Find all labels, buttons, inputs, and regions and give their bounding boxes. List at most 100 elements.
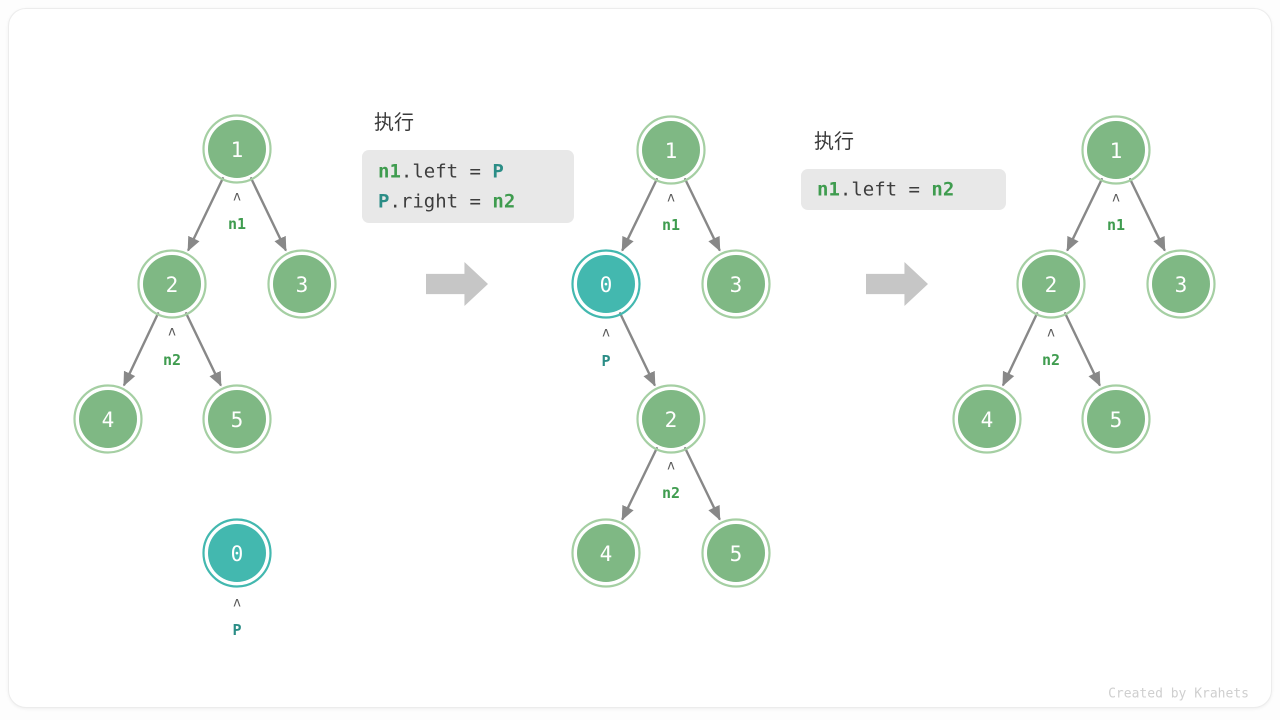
tree-node: 3	[1146, 249, 1216, 319]
pointer-label: n1	[228, 215, 246, 233]
tree-node-ring	[73, 384, 143, 454]
tree-edge	[184, 312, 222, 387]
tree-node-disc	[143, 255, 201, 313]
tree-node-value: 2	[1045, 273, 1058, 297]
tree-node-disc	[642, 121, 700, 179]
tree-node: 4	[571, 518, 641, 588]
tree-edge	[683, 447, 721, 521]
code-line: n1.left = P	[378, 161, 504, 183]
tree-node: 5	[1081, 384, 1151, 454]
tree-node: 1	[636, 115, 706, 185]
tree-node: 3	[267, 249, 337, 319]
tree-node-ring	[1146, 249, 1216, 319]
tree-node-value: 4	[600, 542, 613, 566]
tree-node-ring	[202, 384, 272, 454]
tree-node-value: 4	[102, 408, 115, 432]
tree-node-ring	[636, 384, 706, 454]
step-arrow-2	[866, 262, 928, 306]
tree-node-ring	[1016, 249, 1086, 319]
tree-node: 4	[952, 384, 1022, 454]
tree-edge	[1128, 178, 1166, 252]
pointer-caret-icon: ʌ	[233, 190, 241, 205]
tree-edge	[621, 178, 659, 252]
pointer-caret-icon: ʌ	[233, 596, 241, 611]
tree-node-ring	[701, 518, 771, 588]
step-arrow-1	[426, 262, 488, 306]
tree-edge	[123, 312, 160, 387]
tree-edge	[187, 177, 225, 252]
tree-node: 2	[1016, 249, 1086, 319]
tree-node: 1	[1081, 115, 1151, 185]
tree-node-ring	[952, 384, 1022, 454]
tree-edge	[618, 312, 656, 387]
tree-node: 2	[137, 249, 207, 319]
code-token: .right =	[389, 191, 492, 213]
tree-edge	[1066, 178, 1104, 252]
tree-edge	[1002, 312, 1039, 387]
tree-edge	[683, 178, 721, 252]
tree-node-disc	[208, 524, 266, 582]
tree-node: 4	[73, 384, 143, 454]
code-line: n1.left = n2	[817, 179, 954, 201]
pointer-label: P	[232, 621, 241, 639]
tree-node-value: 3	[1175, 273, 1188, 297]
tree-edge	[1063, 312, 1101, 387]
tree-node-ring	[571, 249, 641, 319]
tree-node-disc	[958, 390, 1016, 448]
tree-node-disc	[707, 255, 765, 313]
tree-node-value: 1	[665, 139, 678, 163]
code-token: P	[492, 161, 503, 183]
tree-node-disc	[577, 524, 635, 582]
tree-node: 0	[202, 518, 272, 588]
pointer-caret-icon: ʌ	[1112, 191, 1120, 206]
tree-node-disc	[208, 390, 266, 448]
tree-node-value: 4	[981, 408, 994, 432]
tree-node-value: 0	[231, 542, 244, 566]
tree-node-ring	[202, 114, 272, 184]
tree-node-value: 2	[665, 408, 678, 432]
code-token: n2	[931, 179, 954, 201]
tree-node-ring	[1081, 115, 1151, 185]
pointer-caret-icon: ʌ	[168, 325, 176, 340]
tree-node: 3	[701, 249, 771, 319]
code-token: .left =	[401, 161, 493, 183]
tree-node-ring	[267, 249, 337, 319]
tree-node: 5	[202, 384, 272, 454]
tree-node-disc	[273, 255, 331, 313]
tree-node: 1	[202, 114, 272, 184]
tree-node: 0	[571, 249, 641, 319]
tree-node-disc	[577, 255, 635, 313]
tree-node-disc	[1022, 255, 1080, 313]
code-token: .left =	[840, 179, 932, 201]
code-block-background	[362, 150, 574, 223]
tree-node-disc	[1152, 255, 1210, 313]
step-heading: 执行	[374, 110, 414, 134]
tree-node-value: 3	[296, 273, 309, 297]
code-token: P	[378, 191, 389, 213]
pointer-caret-icon: ʌ	[667, 459, 675, 474]
tree-node-value: 1	[231, 138, 244, 162]
tree-node-disc	[642, 390, 700, 448]
pointer-label: P	[601, 352, 610, 370]
tree-node-ring	[636, 115, 706, 185]
tree-node-disc	[1087, 121, 1145, 179]
credit-layer: Created by Krahets	[1108, 687, 1249, 702]
pointer-caret-icon: ʌ	[1047, 326, 1055, 341]
tree-node-value: 2	[166, 273, 179, 297]
credit-label: Created by Krahets	[1108, 687, 1249, 702]
tree-node-ring	[571, 518, 641, 588]
tree-node-disc	[707, 524, 765, 582]
tree-nodes-layer: 1 2 3 4 5 0 1 0 3 2 4 5 1 2 3 4 5	[73, 114, 1216, 588]
code-block-background	[801, 169, 1006, 210]
pointer-label: n1	[1107, 216, 1125, 234]
code-token: n2	[492, 191, 515, 213]
code-token: n1	[378, 161, 401, 183]
pointer-label: n1	[662, 216, 680, 234]
tree-node-value: 5	[730, 542, 743, 566]
tree-node-value: 3	[730, 273, 743, 297]
tree-node-ring	[137, 249, 207, 319]
